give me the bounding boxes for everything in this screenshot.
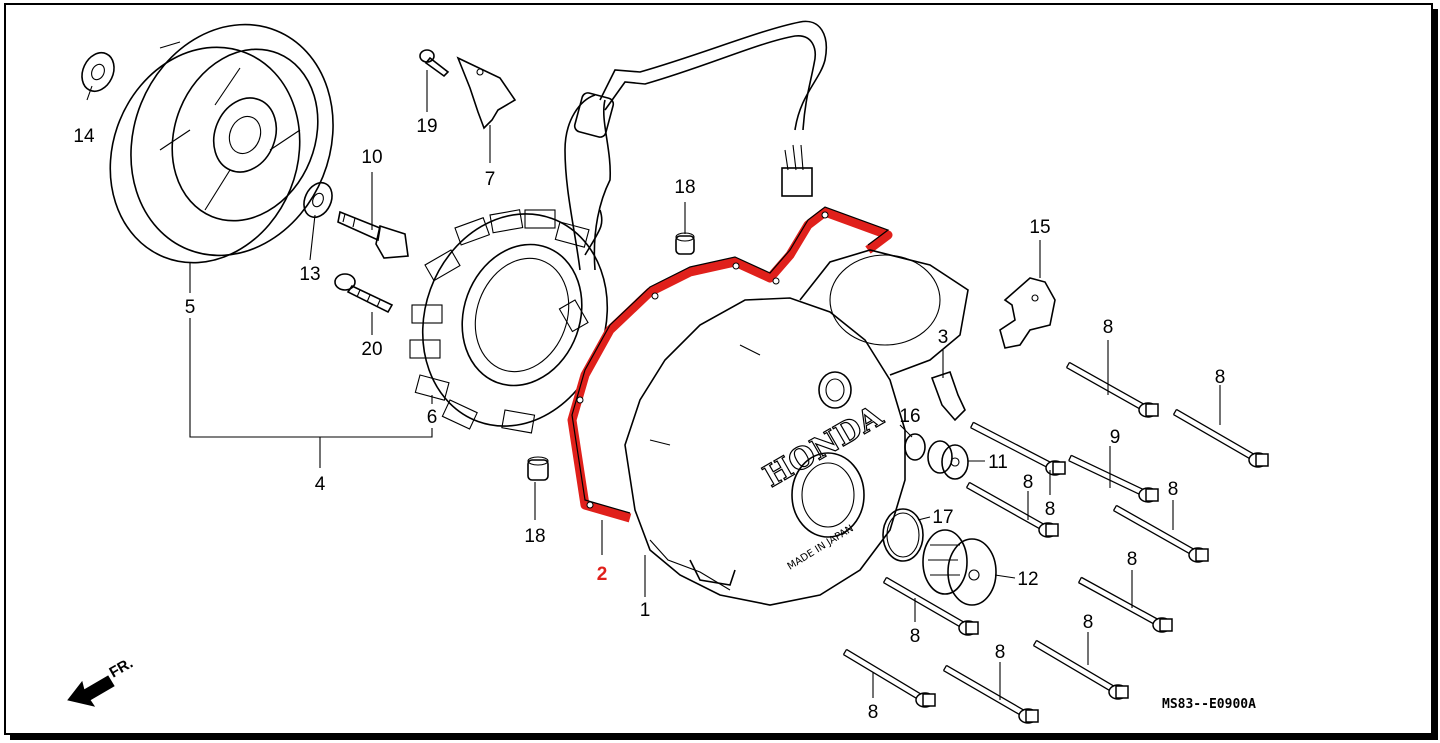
callout-6[interactable]: 6: [427, 407, 438, 428]
clamp-part-7[interactable]: [456, 56, 517, 130]
callout-8-g[interactable]: 8: [910, 626, 921, 647]
callout-4[interactable]: 4: [315, 474, 326, 495]
callout-8-i[interactable]: 8: [995, 642, 1006, 663]
front-arrow-icon: [67, 675, 115, 707]
callout-8-f[interactable]: 8: [1127, 549, 1138, 570]
cover-bolt-7[interactable]: [1077, 576, 1173, 633]
callout-8-b[interactable]: 8: [1215, 367, 1226, 388]
callout-8-j[interactable]: 8: [868, 702, 879, 723]
cover-bolt-1[interactable]: [1065, 361, 1159, 418]
washer-part-13[interactable]: [299, 178, 338, 222]
cover-bolt-10[interactable]: [942, 664, 1039, 724]
crankshaft-hole-cap-part-12[interactable]: [922, 529, 997, 606]
callout-lead-lines: [86, 70, 1221, 700]
callout-8-c[interactable]: 8: [1023, 472, 1034, 493]
cover-bolt-3[interactable]: [970, 421, 1066, 476]
frame-shadow-right: [1431, 9, 1438, 740]
cover-bolt-group: [842, 361, 1269, 724]
cover-bolt-11[interactable]: [842, 648, 936, 708]
callout-14[interactable]: 14: [73, 126, 95, 147]
callout-17[interactable]: 17: [932, 507, 953, 528]
callout-8-a[interactable]: 8: [1103, 317, 1114, 338]
callout-8-d[interactable]: 8: [1045, 499, 1056, 520]
cover-bolt-5[interactable]: [965, 481, 1059, 538]
callout-9[interactable]: 9: [1110, 427, 1121, 448]
callout-12[interactable]: 12: [1017, 569, 1038, 590]
front-direction-indicator: FR.: [67, 655, 136, 707]
callout-3[interactable]: 3: [938, 327, 949, 348]
front-direction-label: FR.: [107, 655, 136, 682]
callout-20[interactable]: 20: [361, 339, 382, 360]
timing-hole-cap-part-11[interactable]: [927, 440, 969, 480]
left-crankcase-cover-part-1[interactable]: HONDA MADE IN JAPAN: [624, 249, 969, 606]
gasket-part-2[interactable]: [567, 206, 893, 523]
cover-bolt-6[interactable]: [1112, 504, 1209, 563]
callout-8-e[interactable]: 8: [1168, 479, 1179, 500]
drawing-code: MS83--E0900A: [1162, 697, 1256, 712]
flywheel-rotor-part[interactable]: [78, 0, 367, 291]
stator-wire-harness: [564, 20, 827, 271]
callout-8-h[interactable]: 8: [1083, 612, 1094, 633]
callout-16[interactable]: 16: [899, 406, 920, 427]
o-ring-part-16[interactable]: [904, 433, 926, 461]
callout-11[interactable]: 11: [988, 452, 1008, 473]
cover-bolt-4[interactable]: [1068, 454, 1159, 503]
flywheel-bolt-part-10[interactable]: [337, 210, 409, 259]
cover-origin-text: MADE IN JAPAN: [786, 523, 856, 572]
callout-2-highlighted[interactable]: 2: [597, 564, 608, 585]
bracket-part-15[interactable]: [999, 277, 1056, 349]
callout-1[interactable]: 1: [640, 600, 651, 621]
cover-bolt-8[interactable]: [882, 576, 979, 636]
dowel-pin-part-18-upper[interactable]: [675, 232, 695, 255]
cover-brand-text: HONDA: [758, 398, 890, 494]
bolt-part-19[interactable]: [419, 49, 450, 78]
callout-13[interactable]: 13: [299, 264, 320, 285]
callout-19[interactable]: 19: [416, 116, 437, 137]
callout-18-lower[interactable]: 18: [524, 526, 545, 547]
callout-18-upper[interactable]: 18: [674, 177, 695, 198]
dowel-pin-part-18-lower[interactable]: [527, 456, 549, 481]
callout-labels: 14 5 4 6 10 13 20 19 7 18 18 2 1 3 15 16…: [73, 116, 1225, 723]
frame-shadow: [10, 733, 1438, 740]
o-ring-part-17[interactable]: [882, 508, 924, 562]
callout-7[interactable]: 7: [485, 169, 496, 190]
screw-part-20[interactable]: [334, 273, 394, 314]
cover-bolt-9[interactable]: [1032, 639, 1129, 700]
cover-bolt-2[interactable]: [1172, 408, 1269, 468]
washer-part-14[interactable]: [76, 48, 120, 97]
clamp-part-3[interactable]: [930, 370, 966, 422]
callout-5[interactable]: 5: [185, 297, 196, 318]
callout-10[interactable]: 10: [361, 147, 382, 168]
callout-15[interactable]: 15: [1029, 217, 1050, 238]
